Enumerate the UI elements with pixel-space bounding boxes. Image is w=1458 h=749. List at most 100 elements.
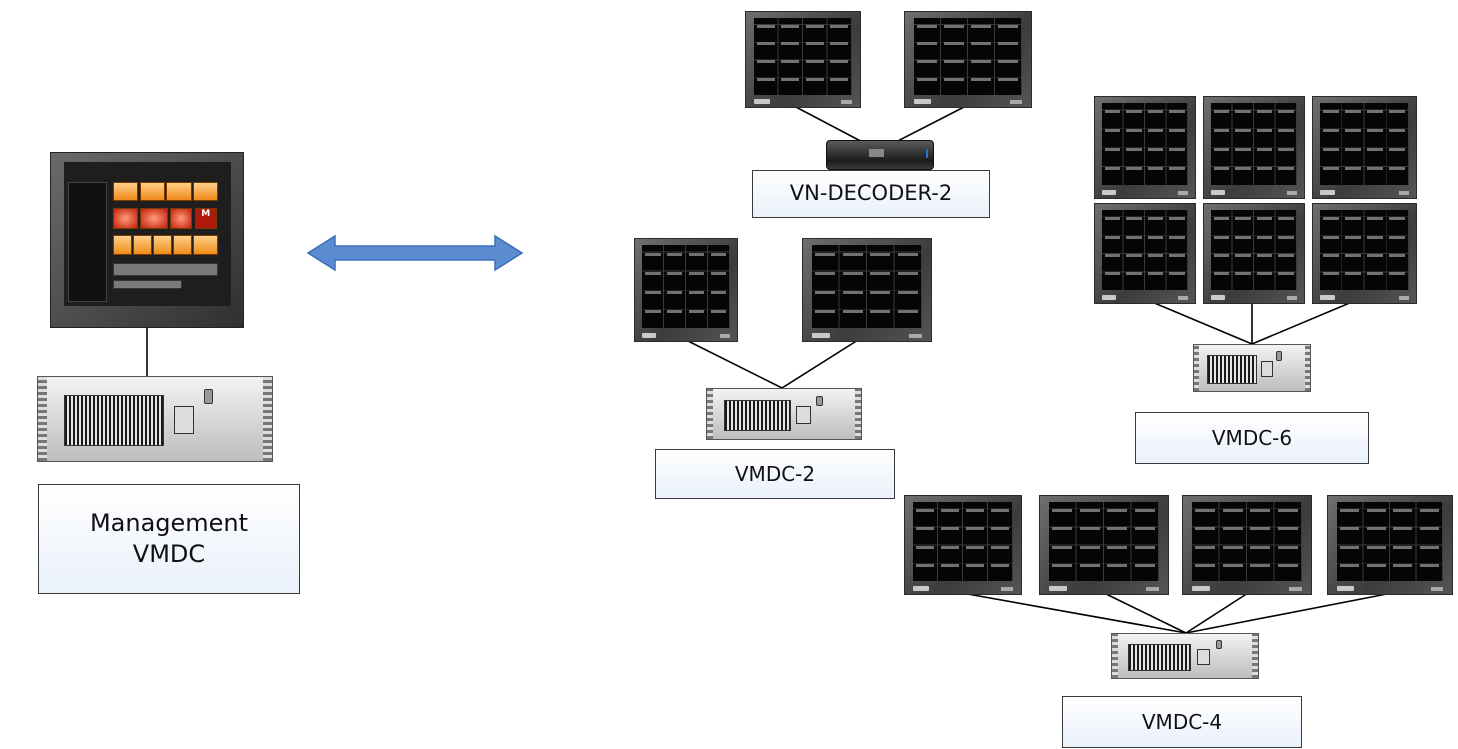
camera-label-mark (1235, 254, 1251, 258)
camera-label-mark (781, 77, 800, 81)
camera-label-mark (916, 509, 935, 513)
camera-label-mark (965, 509, 984, 513)
management-label-line2: VMDC (132, 540, 206, 568)
camera-label-mark (998, 60, 1018, 64)
vmdc2-server (706, 388, 862, 440)
camera-label-mark (944, 60, 964, 64)
camera-tile (152, 235, 172, 255)
camera-label-mark (1147, 254, 1164, 258)
camera-label-mark (1250, 509, 1271, 513)
camera-label-mark (941, 545, 959, 549)
camera-label-mark (1213, 217, 1230, 221)
management-monitor: M (50, 152, 244, 328)
connector-vmdc2-left (685, 339, 783, 389)
camera-label-mark (688, 252, 705, 256)
camera-label-mark (1367, 254, 1384, 258)
management-label: Management VMDC (38, 484, 300, 594)
camera-label-mark (830, 24, 849, 28)
camera-label-mark (1147, 272, 1164, 276)
camera-label-mark (1366, 545, 1386, 549)
camera-label-mark (1419, 509, 1440, 513)
camera-label-mark (1147, 129, 1164, 133)
camera-label-mark (1278, 235, 1294, 239)
vmdc6-monitor-2 (1203, 96, 1305, 199)
camera-label-mark (710, 290, 727, 294)
camera-label-mark (870, 252, 891, 256)
camera-label-mark (1278, 110, 1294, 114)
camera-label-mark (1322, 110, 1339, 114)
camera-label-mark (1345, 235, 1361, 239)
bidirectional-arrow (306, 234, 524, 272)
camera-label-mark (1345, 110, 1361, 114)
camera-label-mark (1079, 545, 1100, 549)
connector-vmdc2-right (781, 339, 859, 389)
camera-label-mark (1222, 527, 1243, 531)
camera-label-mark (1126, 272, 1142, 276)
camera-label-mark (756, 24, 775, 28)
camera-label-mark (1235, 166, 1251, 170)
camera-label-mark (1339, 527, 1360, 531)
camera-label-mark (1278, 166, 1294, 170)
camera-label-mark (842, 271, 863, 275)
camera-label-mark (805, 60, 824, 64)
camera-label-mark (1366, 509, 1386, 513)
camera-label-mark (1277, 563, 1298, 567)
camera-label-mark (1256, 148, 1273, 152)
camera-label-mark (1345, 166, 1361, 170)
camera-label-mark (1147, 110, 1164, 114)
camera-label-mark (917, 24, 937, 28)
connector-vmdc4-2 (1103, 592, 1187, 634)
camera-label-mark (897, 309, 918, 313)
camera-label-mark (1079, 509, 1100, 513)
vmdc6-label: VMDC-6 (1135, 412, 1369, 464)
camera-label-mark (666, 290, 683, 294)
camera-label-mark (998, 24, 1018, 28)
camera-label-mark (1278, 148, 1294, 152)
camera-label-mark (1367, 129, 1384, 133)
connector-vmdc4-3 (1185, 592, 1249, 634)
vmdc4-monitor-4 (1327, 495, 1453, 595)
management-server (37, 376, 273, 462)
camera-label-mark (1322, 217, 1339, 221)
camera-label-mark (1104, 272, 1121, 276)
camera-label-mark (941, 527, 959, 531)
tile-letter: M (201, 208, 211, 219)
camera-label-mark (1213, 129, 1230, 133)
camera-label-mark (897, 252, 918, 256)
camera-label-mark (1126, 148, 1142, 152)
camera-label-mark (781, 42, 800, 46)
camera-label-mark (1213, 272, 1230, 276)
vmdc2-label-text: VMDC-2 (734, 462, 816, 486)
camera-label-mark (1079, 527, 1100, 531)
camera-label-mark (1393, 545, 1413, 549)
decoder-monitor-2 (904, 11, 1032, 108)
camera-label-mark (1345, 254, 1361, 258)
decoder-label: VN-DECODER-2 (752, 170, 990, 218)
vmdc4-label-text: VMDC-4 (1141, 710, 1223, 734)
camera-label-mark (1389, 272, 1406, 276)
camera-label-mark (1389, 110, 1406, 114)
camera-label-mark (666, 271, 683, 275)
camera-label-mark (1147, 166, 1164, 170)
camera-label-mark (1169, 272, 1185, 276)
camera-label-mark (1235, 235, 1251, 239)
camera-label-mark (971, 77, 991, 81)
camera-label-mark (1126, 166, 1142, 170)
connector-decoder-right (887, 105, 967, 147)
camera-tile (193, 181, 219, 202)
camera-label-mark (1104, 235, 1121, 239)
camera-label-mark (1367, 272, 1384, 276)
camera-label-mark (815, 252, 836, 256)
connector-vmdc6-left (1151, 301, 1253, 345)
camera-label-mark (666, 309, 683, 313)
camera-label-mark (1126, 129, 1142, 133)
camera-label-mark (842, 309, 863, 313)
camera-label-mark (1134, 509, 1155, 513)
camera-label-mark (830, 77, 849, 81)
camera-label-mark (710, 252, 727, 256)
camera-label-mark (1147, 217, 1164, 221)
camera-label-mark (1389, 129, 1406, 133)
camera-label-mark (1235, 129, 1251, 133)
camera-label-mark (756, 77, 775, 81)
camera-label-mark (1134, 527, 1155, 531)
